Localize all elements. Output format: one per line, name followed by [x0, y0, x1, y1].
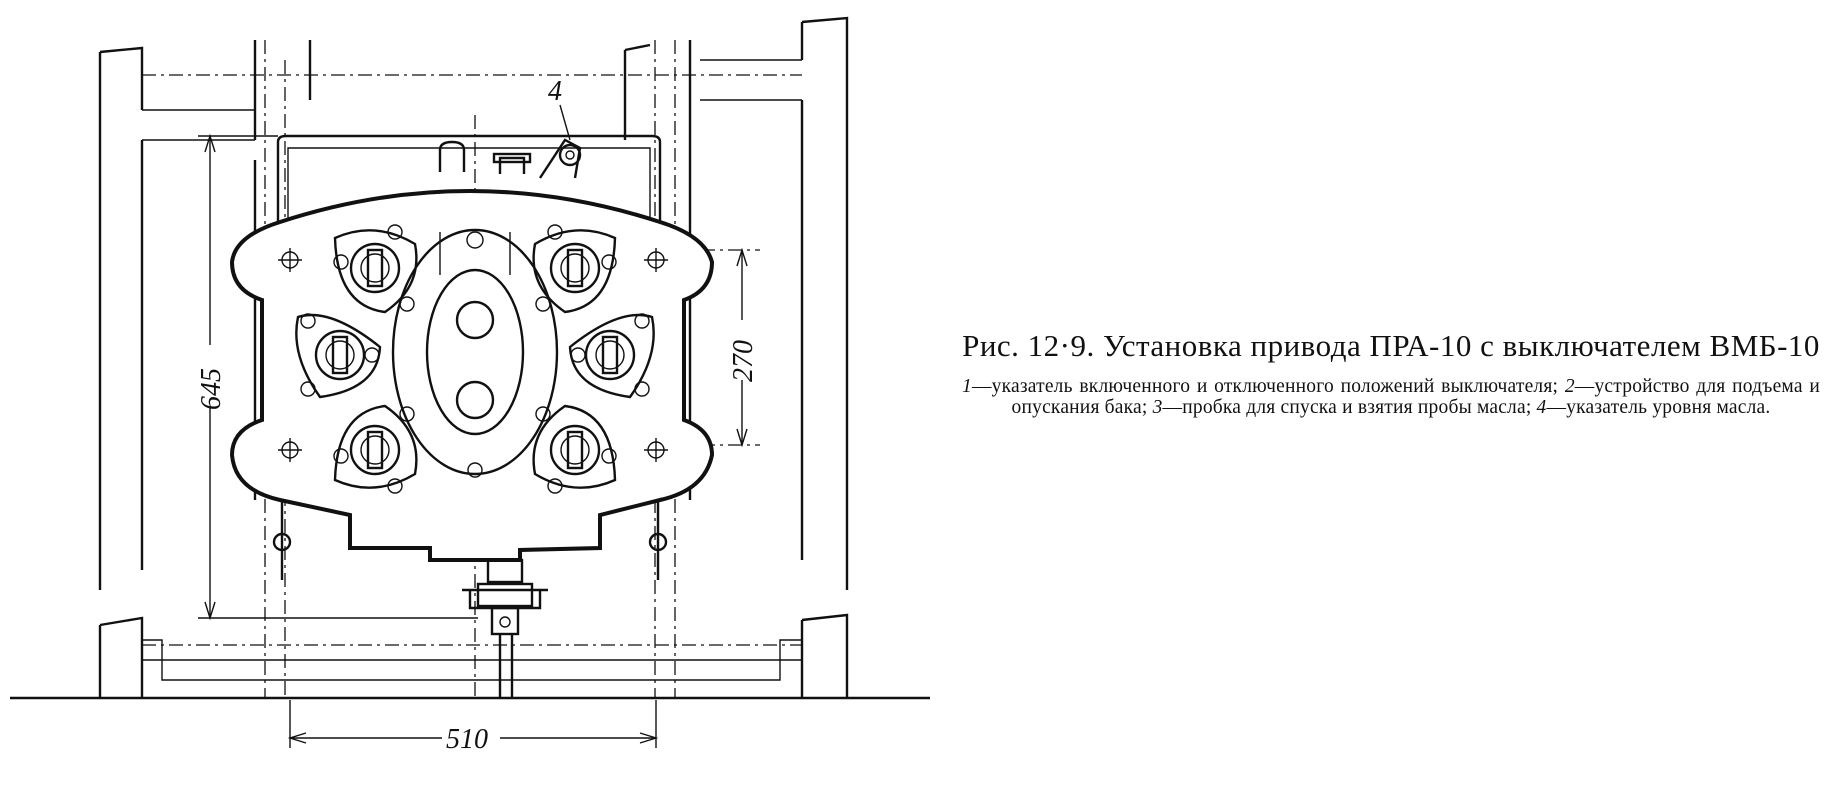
- center-boss: [391, 228, 559, 478]
- legend-item-2: 2—устройство для подъема и опускания бак…: [1011, 376, 1820, 418]
- corner-holes: [278, 248, 668, 462]
- lifting-bracket: [276, 104, 662, 222]
- bushing-mid-left: [295, 313, 382, 399]
- drive-coupling: [462, 558, 548, 698]
- legend-item-1: 1—указатель включенного и отключенного п…: [962, 376, 1559, 397]
- dimension-height: [198, 133, 478, 621]
- left-frame-post: [98, 46, 255, 698]
- bushing-mid-right: [568, 313, 655, 399]
- bushing-top-right: [532, 224, 617, 314]
- technical-drawing: 4: [10, 16, 930, 755]
- dimension-width-label: 510: [446, 724, 488, 755]
- dimension-width: [287, 700, 659, 752]
- bushing-bottom-right: [532, 404, 617, 494]
- right-frame-post: [700, 16, 849, 698]
- dimension-height-label: 645: [196, 368, 227, 410]
- dimension-hole-spacing-label: 270: [728, 340, 759, 382]
- caption-title: Рис. 12·9. Установка привода ПРА-10 с вы…: [962, 328, 1820, 363]
- figure-caption: Рис. 12·9. Установка привода ПРА-10 с вы…: [962, 328, 1820, 418]
- base-plate: [229, 189, 715, 562]
- callout-label-4: 4: [548, 76, 562, 107]
- legend-item-4: 4—указатель уровня масла.: [1536, 397, 1771, 418]
- legend-item-3: 3—пробка для спуска и взятия пробы масла…: [1152, 397, 1532, 418]
- bushing-top-left: [333, 224, 418, 314]
- dimension-hole-spacing: [730, 247, 754, 448]
- caption-legend: 1—указатель включенного и отключенного п…: [962, 376, 1820, 418]
- bushing-bottom-left: [333, 404, 418, 494]
- side-rods: [272, 500, 668, 580]
